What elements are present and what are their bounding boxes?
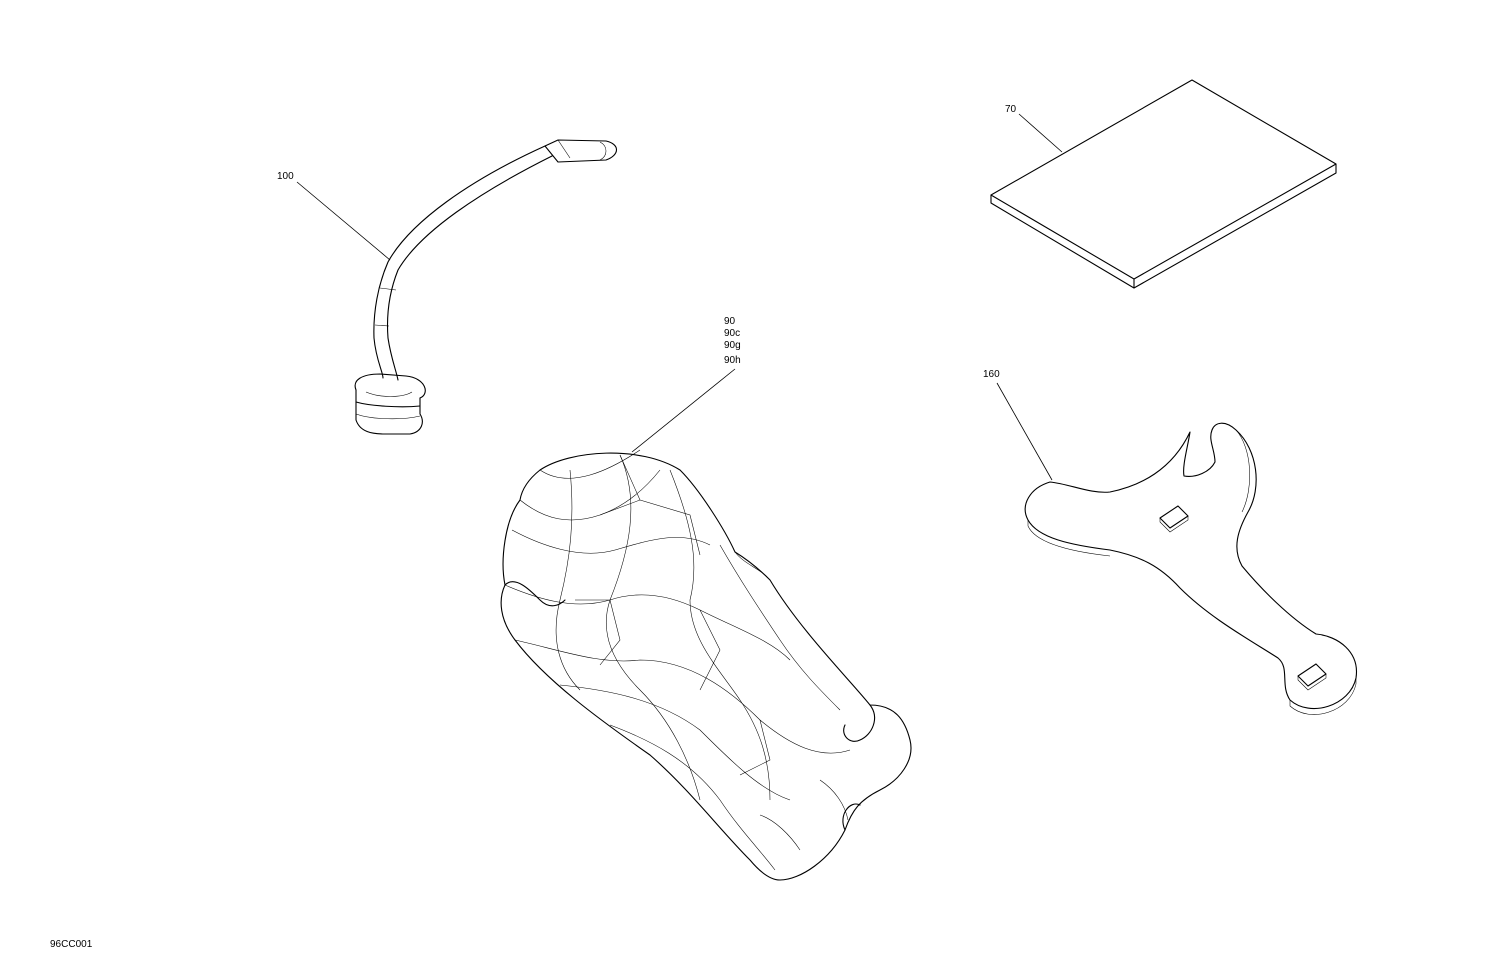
callout-90c: 90c [724, 328, 741, 339]
callout-90g: 90g [724, 340, 741, 351]
leader-line-100 [296, 181, 391, 261]
callout-70: 70 [1005, 104, 1017, 115]
callout-90h: 90h [724, 355, 741, 366]
callout-160: 160 [983, 369, 1000, 380]
drawing-code: 96CC001 [50, 939, 93, 950]
part-100-drawing [354, 139, 618, 435]
callout-90: 90 [724, 316, 736, 327]
part-90-drawing [500, 449, 912, 881]
leader-line-90 [631, 368, 736, 453]
leader-line-160 [996, 382, 1053, 481]
leader-line-70 [1018, 113, 1063, 153]
callout-100: 100 [277, 171, 294, 182]
part-160-drawing [1024, 422, 1357, 715]
part-70-drawing [990, 79, 1337, 289]
